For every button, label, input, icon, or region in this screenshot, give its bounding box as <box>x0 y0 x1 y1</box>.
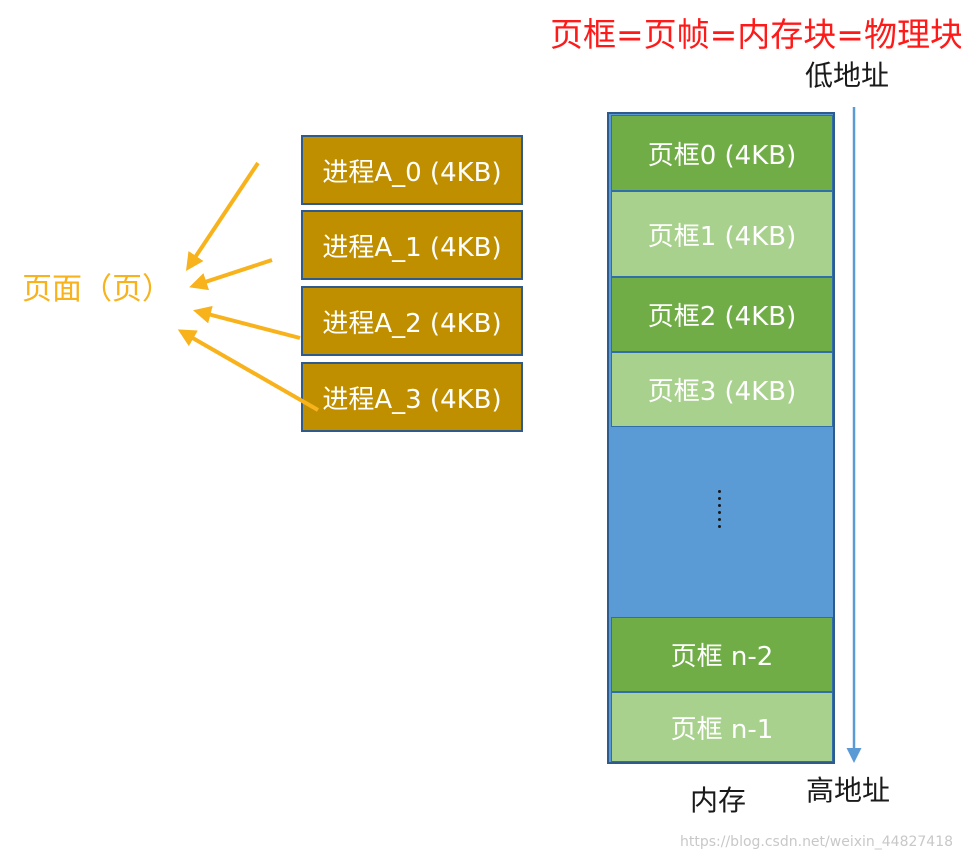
watermark: https://blog.csdn.net/weixin_44827418 <box>680 834 954 850</box>
low-address-label: 低地址 <box>805 59 890 92</box>
page-frame-3: 页框3 (4KB) <box>611 352 833 427</box>
page-frame-n-1: 页框 n-1 <box>611 692 833 762</box>
ellipsis-dots <box>718 490 722 532</box>
arrow-page-2 <box>193 306 301 340</box>
page-frame-1: 页框1 (4KB) <box>611 191 833 277</box>
high-address-label: 高地址 <box>806 774 891 807</box>
process-page-3: 进程A_3 (4KB) <box>301 362 523 432</box>
page-label: 页面（页） <box>22 272 172 307</box>
arrow-page-0 <box>186 161 260 271</box>
memory-label: 内存 <box>690 784 747 817</box>
arrow-page-3 <box>177 329 319 412</box>
process-page-2: 进程A_2 (4KB) <box>301 286 523 356</box>
page-frame-2: 页框2 (4KB) <box>611 277 833 352</box>
page-frame-n-2: 页框 n-2 <box>611 617 833 692</box>
arrow-page-1 <box>189 258 273 291</box>
process-page-0: 进程A_0 (4KB) <box>301 135 523 205</box>
page-frame-0: 页框0 (4KB) <box>611 115 833 191</box>
process-page-1: 进程A_1 (4KB) <box>301 210 523 280</box>
diagram-title: 页框=页帧=内存块=物理块 <box>550 15 961 54</box>
